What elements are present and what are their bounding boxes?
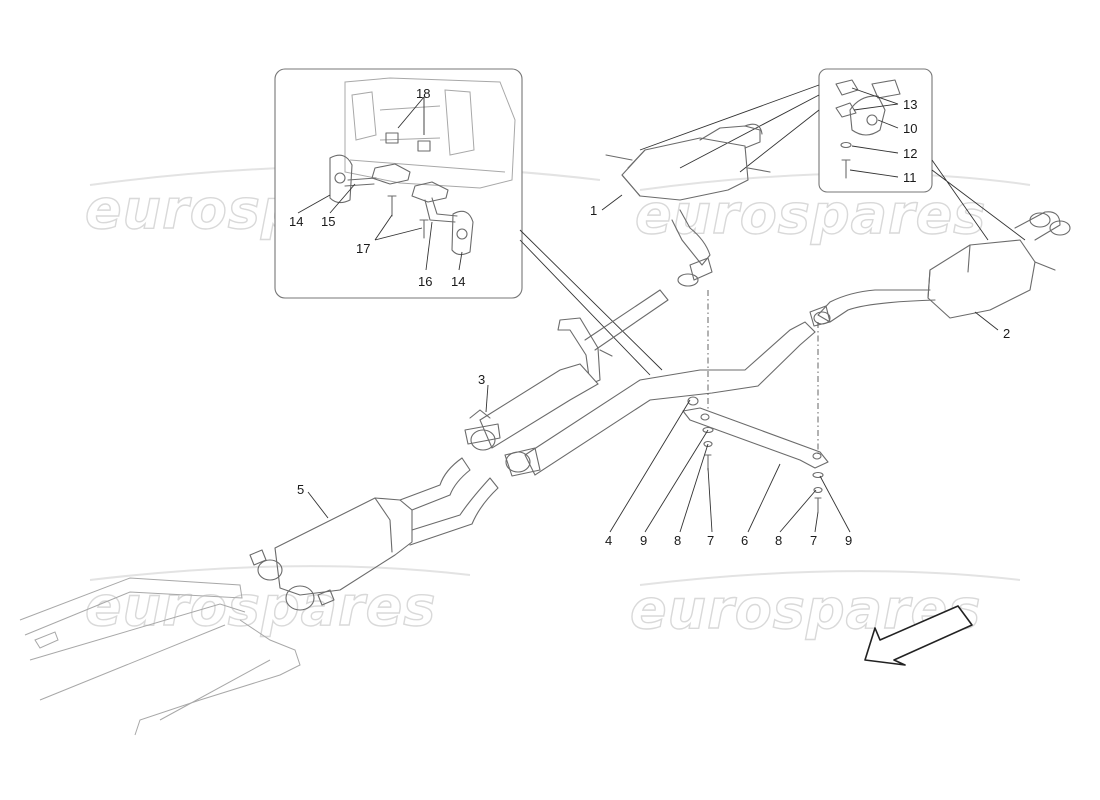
watermark-group: eurospares eurospares eurospares eurospa… — [84, 165, 1031, 642]
mount-detail-box — [818, 68, 933, 193]
callout-7b: 7 — [810, 533, 817, 548]
main-leaders — [307, 194, 999, 533]
callout-4: 4 — [605, 533, 612, 548]
nut-18b — [417, 140, 431, 152]
callout-9a: 9 — [640, 533, 647, 548]
rubber-mount-14a — [329, 154, 353, 204]
callout-1: 1 — [590, 203, 597, 218]
callout-10: 10 — [903, 121, 917, 136]
washer-12 — [840, 141, 852, 149]
nut-18a — [385, 132, 399, 144]
watermark-top-right: eurospares — [635, 183, 986, 246]
hanger-rod-15 — [347, 177, 377, 181]
callout-3: 3 — [478, 372, 485, 387]
bolt-17a — [387, 195, 397, 217]
callout-16: 16 — [418, 274, 432, 289]
callout-17: 17 — [356, 241, 370, 256]
front-silencer — [249, 457, 499, 611]
callout-12: 12 — [903, 146, 917, 161]
callout-7a: 7 — [707, 533, 714, 548]
callout-5: 5 — [297, 482, 304, 497]
assembly-lines — [519, 84, 1026, 376]
bolt-11 — [841, 159, 851, 179]
bracket-right — [411, 181, 449, 203]
clamps — [504, 305, 831, 477]
callout-14b: 14 — [451, 274, 465, 289]
cross-member — [682, 407, 829, 469]
callout-2: 2 — [1003, 326, 1010, 341]
plate-13b — [835, 102, 857, 118]
callout-13: 13 — [903, 97, 917, 112]
callout-6: 6 — [741, 533, 748, 548]
bolt-17b — [419, 219, 429, 239]
y-pipe — [479, 289, 816, 476]
callout-15: 15 — [321, 214, 335, 229]
intermediate-pipe-3 — [464, 409, 501, 451]
rubber-mount-14b — [451, 210, 474, 256]
watermark-bottom-left: eurospares — [85, 575, 436, 638]
fasteners — [702, 426, 824, 513]
callout-8b: 8 — [775, 533, 782, 548]
callout-9b: 9 — [845, 533, 852, 548]
rear-muffler-left — [605, 123, 771, 287]
callout-14a: 14 — [289, 214, 303, 229]
hanger-detail-box — [274, 68, 523, 299]
callout-11: 11 — [903, 170, 917, 185]
rubber-mount-10 — [849, 95, 886, 136]
front-direction-arrow-icon — [864, 605, 973, 666]
callout-labels: 1 2 3 4 5 6 7 7 8 8 9 9 10 11 12 13 14 1… — [289, 86, 1010, 548]
callout-8a: 8 — [674, 533, 681, 548]
callout-18: 18 — [416, 86, 430, 101]
front-pipes — [19, 577, 301, 736]
